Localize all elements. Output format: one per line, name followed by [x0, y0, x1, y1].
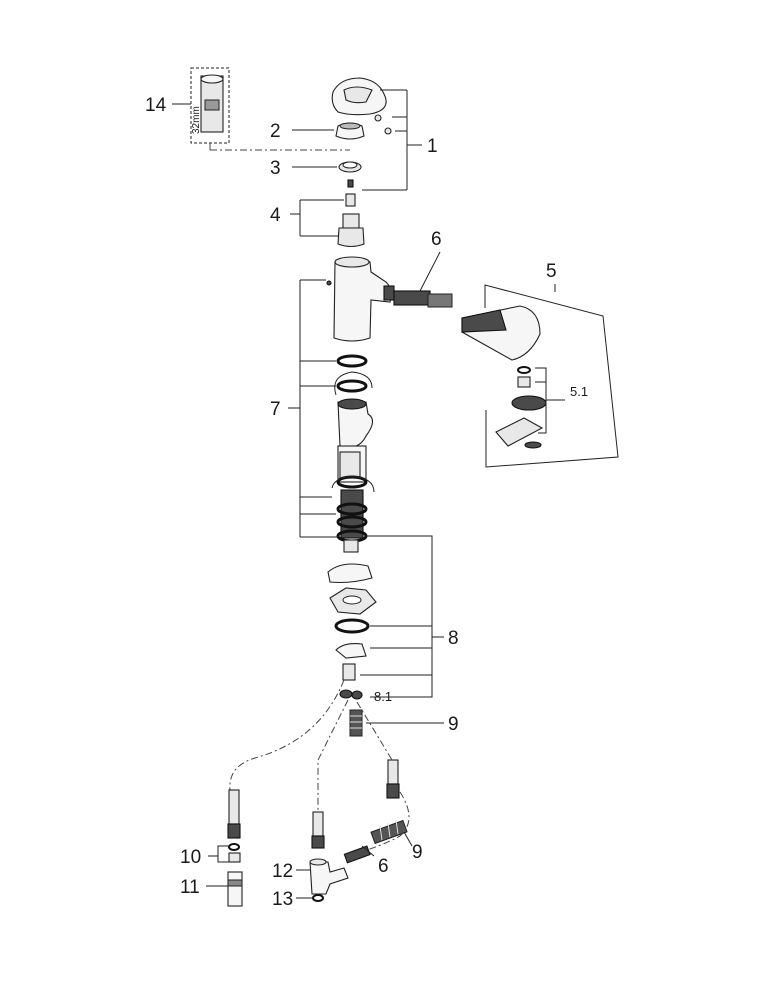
lever-handle — [331, 77, 392, 135]
connector-11 — [227, 871, 243, 907]
callout-5-1: 5.1 — [570, 384, 588, 399]
spray-aerator-parts — [495, 366, 547, 449]
callout-2: 2 — [270, 121, 281, 142]
supply-hose-middle — [311, 811, 325, 849]
callout-8-1: 8.1 — [374, 689, 392, 704]
supply-hose-left — [227, 789, 241, 839]
callout-11: 11 — [180, 877, 200, 898]
pull-out-hose — [393, 290, 453, 308]
supply-hose-right — [386, 759, 400, 799]
spout-body — [326, 256, 395, 342]
cap-part — [335, 122, 365, 140]
callout-4: 4 — [270, 205, 281, 226]
hose-weight — [349, 709, 363, 737]
callout-9-top: 9 — [448, 714, 459, 735]
callout-9-bottom: 9 — [412, 842, 423, 863]
tool-32mm: 32mm — [190, 67, 230, 144]
callout-1: 1 — [427, 136, 438, 157]
callout-5: 5 — [546, 261, 557, 282]
mounting-set — [331, 354, 375, 553]
spray-head — [461, 305, 541, 361]
hose-weight-lower — [370, 819, 408, 845]
callout-3: 3 — [270, 158, 281, 179]
callout-6-bottom: 6 — [378, 856, 389, 877]
callout-12: 12 — [272, 861, 293, 882]
callout-8: 8 — [448, 628, 459, 649]
nut-part — [338, 161, 362, 173]
callout-14: 14 — [145, 95, 167, 116]
washer-ring-10 — [228, 843, 241, 863]
tee-valve-12 — [309, 858, 349, 895]
callout-7: 7 — [270, 399, 281, 420]
small-screw — [347, 179, 354, 188]
hose-connector-lower — [343, 845, 371, 864]
tool-size-label: 32mm — [191, 106, 202, 134]
callout-10: 10 — [180, 847, 201, 868]
seal-13 — [312, 894, 324, 902]
cartridge-part — [337, 193, 365, 248]
callout-13: 13 — [272, 889, 293, 910]
callout-6-top: 6 — [431, 229, 442, 250]
fixing-set — [327, 563, 377, 700]
